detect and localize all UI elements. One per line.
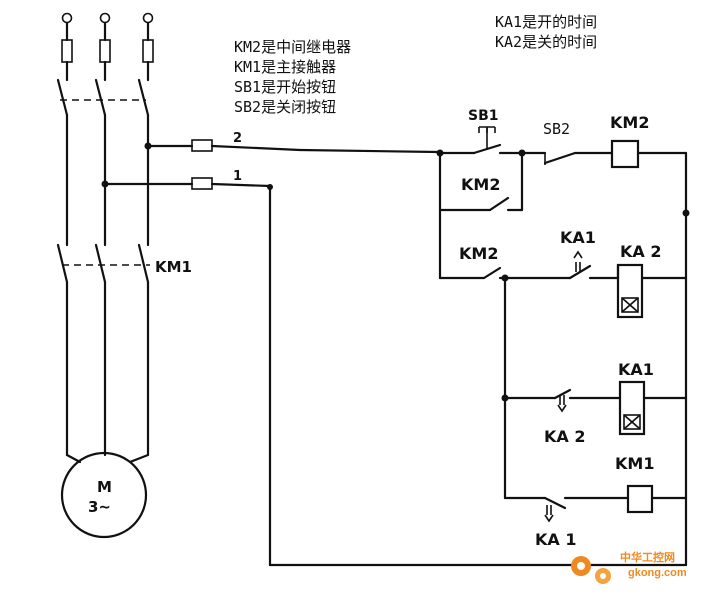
label-km2-branch: KM2 <box>459 244 498 263</box>
note-ka2: KA2是关的时间 <box>495 33 597 51</box>
motor-name: M <box>97 478 112 496</box>
control-rungs <box>436 126 690 567</box>
watermark-url: gkong.com <box>628 567 687 579</box>
label-ka2-contact: KA 2 <box>544 427 585 446</box>
label-ka1-contact-top: KA1 <box>560 228 596 247</box>
label-km1-main: KM1 <box>155 258 192 276</box>
motor-labels: M 3~ <box>88 478 112 516</box>
wire-1-label: 1 <box>233 169 242 184</box>
power-terminals <box>61 12 154 24</box>
label-ka2-coil: KA 2 <box>620 242 661 261</box>
label-ka1-coil: KA1 <box>618 360 654 379</box>
legend-notes: KM2是中间继电器 KM1是主接触器 SB1是开始按钮 SB2是关闭按钮 KA1… <box>234 13 597 116</box>
wire-numbers: 2 1 <box>233 131 242 184</box>
gear-icon <box>571 556 611 584</box>
legend-km1: KM1是主接触器 <box>234 58 336 76</box>
label-sb1: SB1 <box>468 108 499 124</box>
label-km2-coil: KM2 <box>610 113 649 132</box>
legend-sb1: SB1是开始按钮 <box>234 78 336 96</box>
km1-main-contacts <box>56 243 150 464</box>
label-km2-hold: KM2 <box>461 175 500 194</box>
legend-sb2: SB2是关闭按钮 <box>234 98 336 116</box>
fuses-top <box>61 21 154 82</box>
watermark-cn: 中华工控网 <box>620 550 675 564</box>
label-km1-coil: KM1 <box>615 454 654 473</box>
control-feed <box>101 139 688 567</box>
legend-km2: KM2是中间继电器 <box>234 38 351 56</box>
label-ka1-contact-bottom: KA 1 <box>535 530 576 549</box>
motor-symbol <box>60 451 148 539</box>
label-sb2: SB2 <box>543 120 570 138</box>
watermark: 中华工控网 gkong.com <box>571 550 687 584</box>
component-labels: SB1 SB2 KM2 KM2 KM2 KA1 KA 2 KA1 KA 2 KM… <box>155 108 661 549</box>
main-switch <box>56 78 150 247</box>
wire-2-label: 2 <box>233 131 242 146</box>
note-ka1: KA1是开的时间 <box>495 13 597 31</box>
motor-phase: 3~ <box>88 498 111 516</box>
